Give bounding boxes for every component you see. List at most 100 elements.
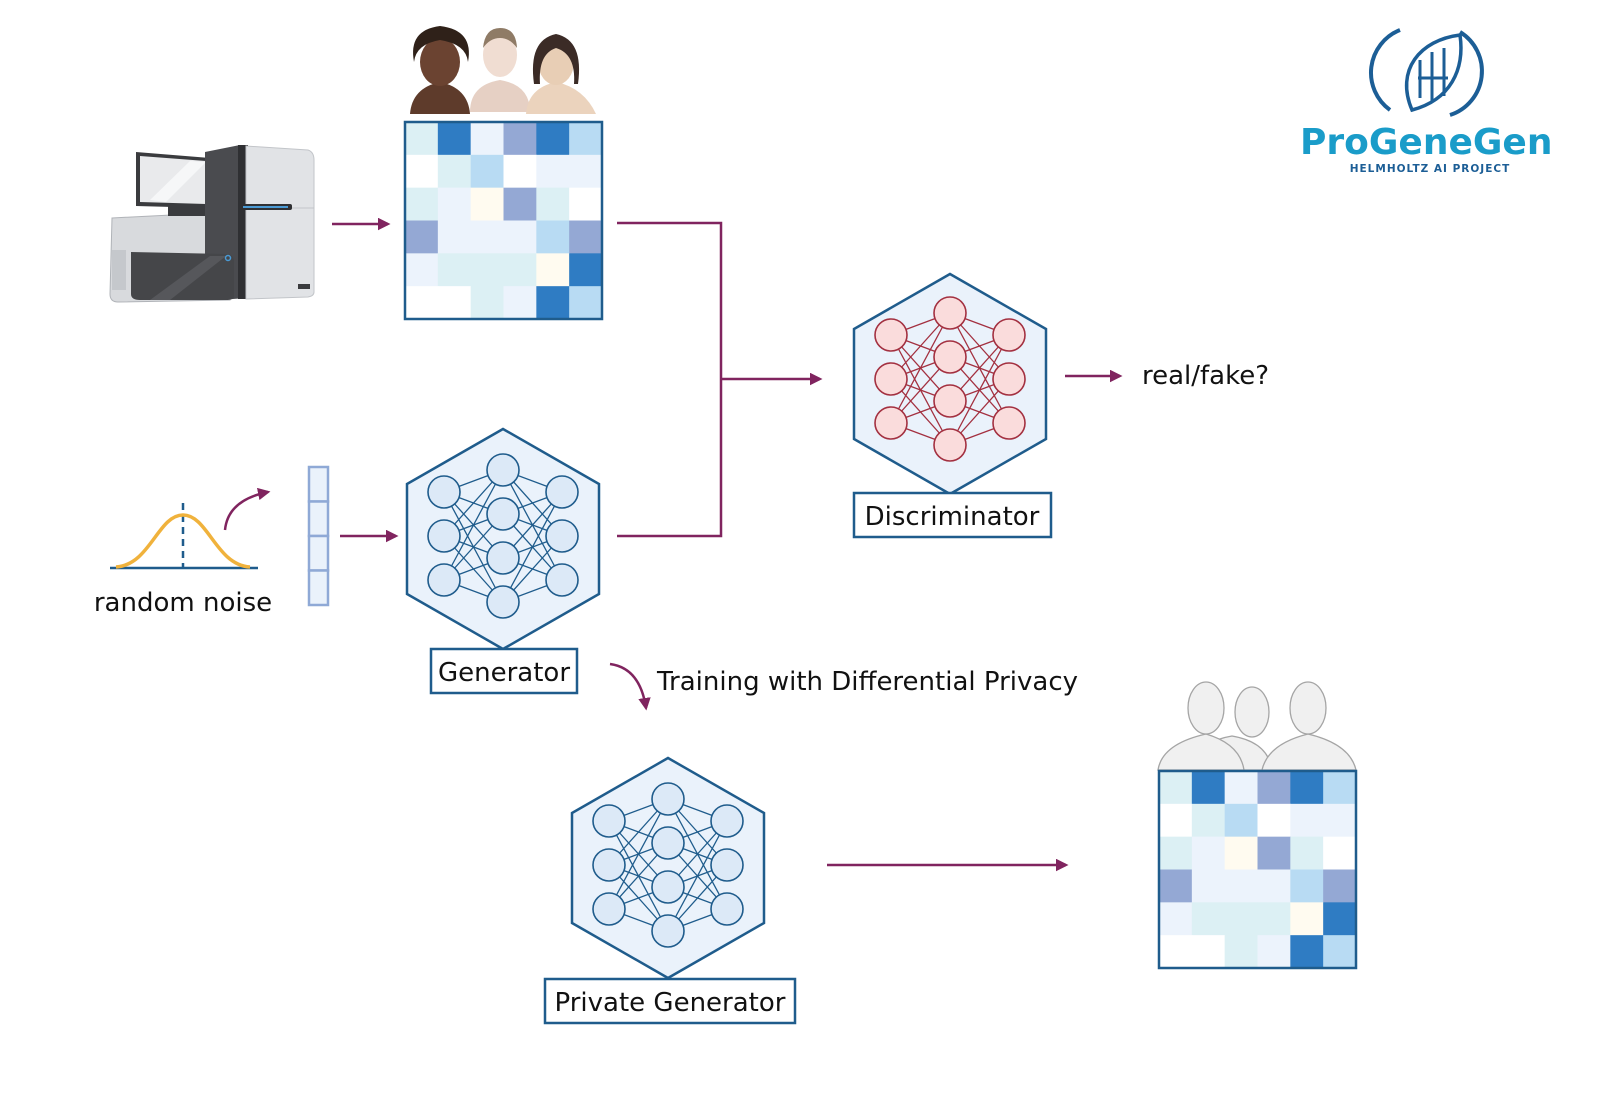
matrix-cell <box>536 253 570 287</box>
matrix-cell <box>1257 935 1291 969</box>
matrix-cell <box>470 286 504 320</box>
matrix-cell <box>1224 869 1258 903</box>
matrix-cell <box>437 253 472 287</box>
connector-real-line <box>617 221 723 538</box>
merge-connector <box>617 221 823 538</box>
matrix-cell <box>437 220 472 254</box>
matrix-cell <box>569 122 603 156</box>
matrix-cell <box>405 122 439 156</box>
synthetic-data-matrix <box>1157 769 1358 970</box>
network-node <box>710 804 744 838</box>
network-node <box>592 892 626 926</box>
generator-label-box: Generator <box>429 647 579 695</box>
matrix-cell <box>569 286 603 320</box>
noise-vector-cell <box>307 500 330 538</box>
matrix-cell <box>1191 836 1226 870</box>
network-node <box>651 782 685 816</box>
matrix-cell <box>437 122 472 156</box>
matrix-cell <box>1290 771 1324 805</box>
matrix-cell <box>1191 902 1226 936</box>
matrix-cell <box>536 220 570 254</box>
matrix-cell <box>1323 935 1357 969</box>
training-dp-label: Training with Differential Privacy <box>656 667 1078 697</box>
network-node <box>651 914 685 948</box>
matrix-cell <box>1191 869 1226 903</box>
real-individuals-icon <box>410 26 596 114</box>
matrix-cell <box>470 220 504 254</box>
generator-label: Generator <box>438 658 570 688</box>
matrix-cell <box>1224 836 1258 870</box>
network-node <box>874 362 908 396</box>
network-node <box>710 848 744 882</box>
matrix-cell <box>1159 836 1193 870</box>
matrix-cell <box>1257 836 1291 870</box>
network-edge <box>443 469 504 581</box>
logo-dna-icon <box>1368 28 1484 117</box>
matrix-cell <box>569 220 603 254</box>
network-node <box>545 519 579 553</box>
network-node <box>710 892 744 926</box>
matrix-cell <box>1159 902 1193 936</box>
matrix-cell <box>470 187 504 221</box>
network-node <box>651 826 685 860</box>
matrix-cell <box>1290 935 1324 969</box>
matrix-cell <box>503 220 537 254</box>
matrix-cell <box>1290 836 1324 870</box>
matrix-cell <box>1323 869 1357 903</box>
generator-network <box>405 427 601 651</box>
network-node <box>486 453 520 487</box>
network-node <box>427 475 461 509</box>
random-noise-label: random noise <box>94 588 272 618</box>
network-node <box>486 541 520 575</box>
matrix-cell <box>503 154 537 189</box>
private-generator-label: Private Generator <box>555 988 786 1018</box>
matrix-cell <box>1257 902 1291 936</box>
matrix-cell <box>536 187 570 221</box>
network-node <box>427 563 461 597</box>
real-data-matrix <box>403 120 604 321</box>
matrix-cell <box>1159 771 1193 805</box>
matrix-cell <box>470 154 504 189</box>
matrix-cell <box>405 187 439 221</box>
network-node <box>651 870 685 904</box>
matrix-cell <box>1159 869 1193 903</box>
private-generator-network <box>570 756 766 980</box>
matrix-cell <box>437 286 472 320</box>
private-generator-label-box: Private Generator <box>543 977 797 1025</box>
matrix-cell <box>1290 869 1324 903</box>
matrix-border <box>1157 769 1358 970</box>
noise-vector-cell <box>307 569 330 607</box>
network-node <box>992 362 1026 396</box>
matrix-cell <box>1191 803 1226 838</box>
arrow-training-dp <box>609 662 651 711</box>
noise-vector <box>307 465 330 607</box>
neural-network-icon <box>427 453 579 619</box>
network-edge <box>890 312 951 424</box>
sequencer-machine-icon <box>109 145 315 303</box>
network-edge <box>608 798 669 910</box>
network-node <box>545 563 579 597</box>
discriminator-network <box>852 272 1048 496</box>
matrix-cell <box>569 253 603 287</box>
network-node <box>992 406 1026 440</box>
neural-network-icon <box>592 782 744 948</box>
network-node <box>545 475 579 509</box>
matrix-cell <box>1323 771 1357 805</box>
matrix-cell <box>1159 803 1193 838</box>
matrix-cell <box>1191 935 1226 969</box>
matrix-cell <box>1224 803 1258 838</box>
matrix-cell <box>405 286 439 320</box>
network-node <box>933 428 967 462</box>
matrix-cell <box>437 154 472 189</box>
noise-vector-cell <box>307 534 330 572</box>
matrix-cell <box>1290 902 1324 936</box>
matrix-cell <box>503 253 537 287</box>
matrix-cell <box>437 187 472 221</box>
network-node <box>486 585 520 619</box>
network-node <box>874 318 908 352</box>
matrix-cell <box>1257 771 1291 805</box>
gaussian-distribution-icon <box>110 503 258 570</box>
matrix-cell <box>470 253 504 287</box>
logo-title: ProGeneGen <box>1300 122 1552 163</box>
